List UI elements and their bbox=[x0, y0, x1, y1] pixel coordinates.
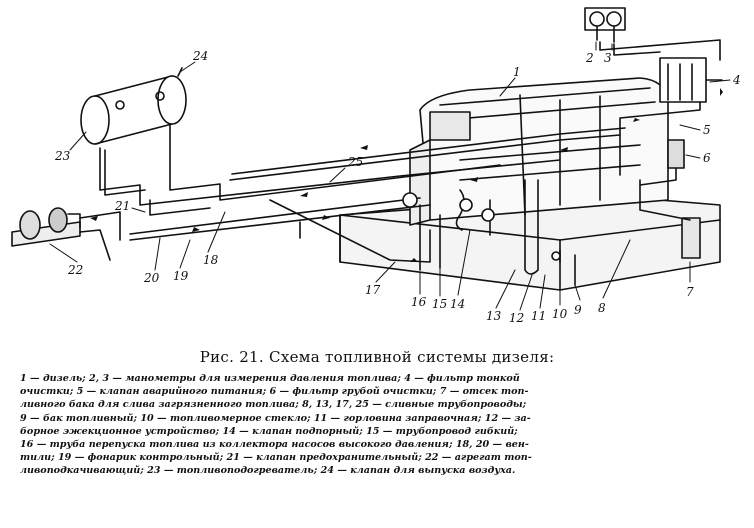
label-12: 12 bbox=[509, 311, 524, 325]
coarse-filter bbox=[667, 139, 685, 169]
label-16: 16 bbox=[411, 295, 427, 309]
label-24: 24 bbox=[192, 49, 208, 63]
label-6: 6 bbox=[703, 151, 711, 165]
legend-line-1: 1 — дизель; 2, 3 — манометры для измерен… bbox=[20, 373, 520, 384]
fuel-heater bbox=[80, 67, 187, 145]
label-3: 3 bbox=[604, 51, 612, 65]
label-5: 5 bbox=[703, 123, 711, 137]
legend-line-6: 16 — труба перепуска топлива из коллекто… bbox=[20, 439, 529, 451]
pressure-gauges bbox=[584, 7, 626, 43]
figure-legend: 1 — дизель; 2, 3 — манометры для измерен… bbox=[20, 372, 742, 478]
figure-caption-title: Рис. 21. Схема топливной системы дизеля: bbox=[199, 348, 555, 366]
label-22: 22 bbox=[67, 263, 83, 277]
label-9: 9 bbox=[574, 303, 582, 317]
legend-line-8: ливоподкачивающий; 23 — топливоподогрева… bbox=[20, 465, 516, 477]
label-8: 8 bbox=[598, 301, 606, 315]
legend-line-7: тили; 19 — фонарик контрольный; 21 — кла… bbox=[20, 452, 532, 464]
fine-filter bbox=[659, 57, 707, 103]
label-15: 15 bbox=[432, 297, 447, 311]
legend-line-4: 9 — бак топливный; 10 — топливомерное ст… bbox=[20, 412, 531, 424]
legend-line-5: борное эжекционное устройство; 14 — клап… bbox=[20, 425, 518, 437]
pipelines bbox=[79, 39, 723, 286]
priming-pump-unit bbox=[11, 207, 81, 247]
legend-line-3: ливного бака для слива загрязненного топ… bbox=[20, 399, 527, 411]
flow-arrows bbox=[90, 88, 723, 262]
label-13: 13 bbox=[486, 309, 502, 323]
fuel-system-diagram: 1 2 3 4 5 6 7 8 9 10 11 12 13 14 15 16 1… bbox=[11, 7, 741, 325]
dirty-fuel-compartment bbox=[681, 217, 701, 259]
label-10: 10 bbox=[552, 307, 568, 321]
label-17: 17 bbox=[365, 283, 381, 297]
label-14: 14 bbox=[450, 297, 465, 311]
label-20: 20 bbox=[143, 271, 160, 285]
label-7: 7 bbox=[686, 285, 694, 299]
reference-numbers: 1 2 3 4 5 6 7 8 9 10 11 12 13 14 15 16 1… bbox=[54, 49, 741, 325]
label-11: 11 bbox=[531, 309, 546, 323]
legend-line-2: очистки; 5 — клапан аварийного питания; … bbox=[20, 386, 529, 398]
label-23: 23 bbox=[54, 149, 71, 163]
leader-lines bbox=[49, 41, 731, 311]
label-2: 2 bbox=[585, 51, 594, 65]
label-19: 19 bbox=[173, 269, 189, 283]
diesel-engine bbox=[409, 77, 669, 226]
label-4: 4 bbox=[732, 73, 741, 87]
label-21: 21 bbox=[114, 199, 130, 213]
label-25: 25 bbox=[347, 155, 363, 169]
label-18: 18 bbox=[203, 253, 219, 267]
diagram-canvas: 1 2 3 4 5 6 7 8 9 10 11 12 13 14 15 16 1… bbox=[11, 7, 741, 325]
label-1: 1 bbox=[513, 65, 521, 79]
